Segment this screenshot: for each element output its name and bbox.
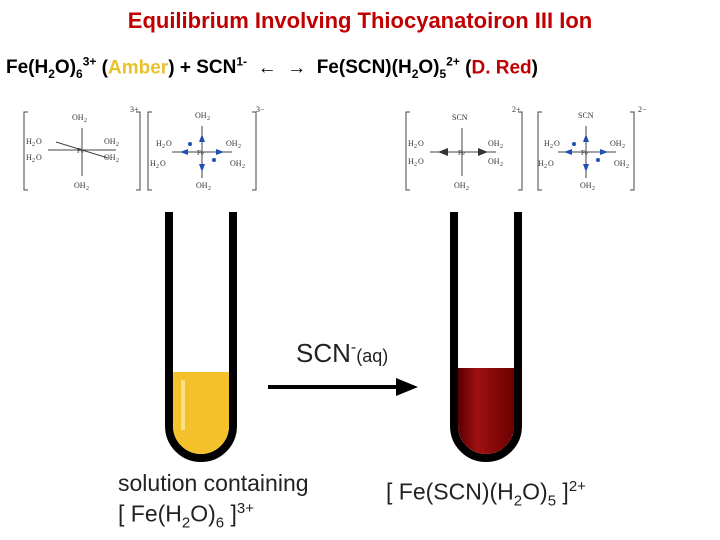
svg-text:2: 2	[500, 162, 503, 168]
svg-text:2: 2	[32, 142, 35, 148]
svg-text:OH: OH	[580, 181, 592, 190]
equilibrium-arrows: ← →	[257, 57, 307, 79]
svg-text:OH: OH	[104, 153, 116, 162]
svg-text:2: 2	[32, 158, 35, 164]
charge-left-b: 3−	[256, 105, 265, 114]
charge-left-a: 3+	[130, 105, 139, 114]
svg-text:2: 2	[466, 186, 469, 192]
charge-right-a: 2+	[512, 105, 521, 114]
svg-text:OH: OH	[196, 181, 208, 190]
dark-red-solution	[458, 368, 514, 454]
svg-text:2: 2	[86, 186, 89, 192]
dark-red-label: D. Red	[471, 57, 532, 79]
svg-text:OH: OH	[614, 159, 626, 168]
equilibrium-equation: Fe(H2O)63+ (Amber) + SCN1- ← → Fe(SCN)(H…	[6, 55, 538, 82]
svg-text:2: 2	[84, 118, 87, 124]
svg-text:OH: OH	[104, 137, 116, 146]
amber-test-tube	[165, 212, 237, 462]
svg-text:O: O	[548, 159, 554, 168]
svg-text:OH: OH	[195, 111, 207, 120]
svg-text:O: O	[36, 153, 42, 162]
reactant-thiocyanate: SCN1-	[196, 55, 247, 79]
svg-text:2: 2	[156, 164, 159, 170]
reactant-iron-aqua: Fe(H2O)63+	[6, 55, 97, 82]
slide-title: Equilibrium Involving Thiocyanatoiron II…	[127, 8, 593, 33]
svg-text:OH: OH	[488, 139, 500, 148]
svg-text:2: 2	[242, 164, 245, 170]
svg-text:2: 2	[208, 186, 211, 192]
svg-text:OH: OH	[230, 159, 242, 168]
right-caption: [ Fe(SCN)(H2O)5 ]2+	[386, 478, 586, 510]
svg-text:2: 2	[116, 142, 119, 148]
charge-right-b: 2−	[638, 105, 647, 114]
svg-text:O: O	[418, 157, 424, 166]
svg-text:H: H	[544, 139, 550, 148]
svg-text:H: H	[150, 159, 156, 168]
amber-label: Amber	[108, 57, 169, 79]
svg-text:OH: OH	[454, 181, 466, 190]
svg-text:2: 2	[238, 144, 241, 150]
svg-text:Fe: Fe	[197, 149, 204, 157]
svg-text:Fe: Fe	[77, 147, 84, 155]
svg-text:OH: OH	[488, 157, 500, 166]
svg-text:O: O	[166, 139, 172, 148]
svg-text:2: 2	[622, 144, 625, 150]
svg-text:O: O	[554, 139, 560, 148]
svg-text:Fe: Fe	[581, 149, 588, 157]
svg-text:H: H	[156, 139, 162, 148]
amber-solution	[173, 372, 229, 454]
svg-text:H: H	[26, 153, 32, 162]
svg-text:2: 2	[116, 158, 119, 164]
left-caption-line2: [ Fe(H2O)6 ]3+	[118, 500, 255, 532]
svg-text:Fe: Fe	[458, 149, 465, 157]
svg-text:2: 2	[207, 116, 210, 122]
svg-text:O: O	[160, 159, 166, 168]
left-caption-line1: solution containing	[118, 470, 309, 496]
svg-text:O: O	[418, 139, 424, 148]
svg-text:OH: OH	[226, 139, 238, 148]
svg-text:OH: OH	[74, 181, 86, 190]
product-complex: Fe(SCN)(H2O)52+	[316, 55, 460, 82]
svg-text:2: 2	[414, 162, 417, 168]
reagent-label: SCN-(aq)	[296, 338, 389, 368]
svg-text:2: 2	[544, 164, 547, 170]
svg-text:2: 2	[592, 186, 595, 192]
svg-text:2: 2	[550, 144, 553, 150]
svg-text:SCN: SCN	[578, 111, 594, 120]
reaction-arrow	[268, 376, 418, 403]
svg-text:2: 2	[500, 144, 503, 150]
svg-text:H: H	[538, 159, 544, 168]
svg-text:H: H	[408, 157, 414, 166]
svg-text:OH: OH	[610, 139, 622, 148]
svg-text:H: H	[408, 139, 414, 148]
svg-text:H: H	[26, 137, 32, 146]
plus-sign: +	[179, 57, 191, 79]
svg-text:SCN: SCN	[452, 113, 468, 122]
dark-red-test-tube	[450, 212, 522, 462]
svg-text:O: O	[36, 137, 42, 146]
svg-text:OH: OH	[72, 113, 84, 122]
svg-text:2: 2	[414, 144, 417, 150]
svg-text:2: 2	[626, 164, 629, 170]
svg-text:2: 2	[162, 144, 165, 150]
